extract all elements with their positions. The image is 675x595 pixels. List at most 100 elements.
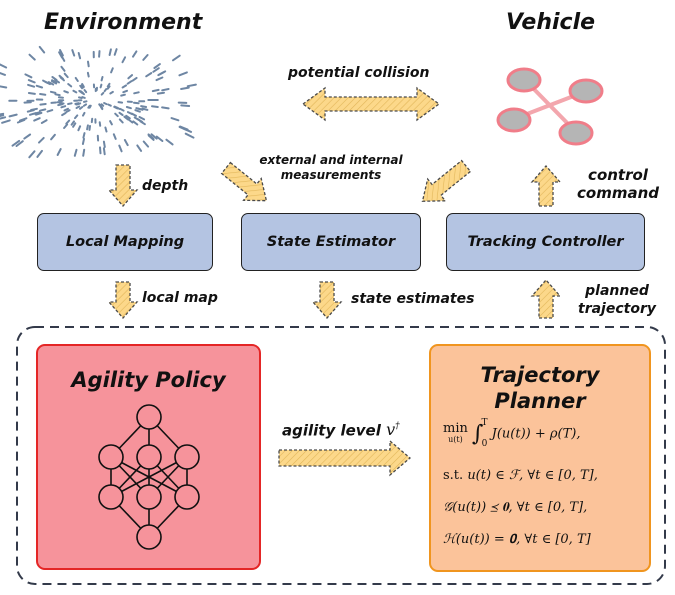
depth-streak [74,114,79,120]
depth-streak [39,108,47,112]
depth-streak [131,76,138,82]
depth-streak [112,133,117,140]
nn-node [98,444,124,470]
depth-streak [107,103,112,107]
depth-streak [114,112,119,118]
depth-streak [87,104,91,109]
nn-node [136,484,162,510]
planner-constraint-2: 𝒢(u(t)) ⪯ 𝟎, ∀t ∈ [0, T], [443,500,587,515]
nn-node [136,404,162,430]
label-measurements-line2: measurements [280,168,382,182]
depth-streak [180,86,190,90]
depth-streak [170,117,180,122]
depth-streak [67,83,73,88]
nn-edge [110,456,188,498]
label-local-map: local map [142,290,218,306]
label-planned-line1: planned [585,283,649,299]
depth-streak [88,104,92,109]
depth-streak [117,101,124,104]
depth-streak [72,89,78,94]
depth-streak [87,60,90,68]
trajectory-planner-title: Trajectory Planner [431,362,649,414]
depth-streak [36,149,43,158]
depth-streak [100,76,104,82]
depth-streak [153,63,161,69]
depth-streak [109,120,113,126]
depth-streak [98,121,102,127]
depth-streak [156,91,165,95]
planner-constraint-1: s.t. u(t) ∈ ℱ, ∀t ∈ [0, T], [443,468,598,483]
depth-streak [130,112,137,117]
arrow-depth [107,164,139,207]
depth-streak [125,106,132,110]
depth-streak [63,123,69,129]
depth-streak [99,146,102,155]
st-prefix: s.t. [443,468,464,483]
depth-streak [152,67,160,73]
depth-streak [100,103,105,107]
depth-streak [127,74,133,80]
depth-streak [83,100,88,103]
depth-streak [119,107,125,112]
arrow-local-map [107,281,139,319]
environment-header: Environment [44,10,203,35]
depth-streak [155,135,164,142]
depth-streak [0,85,8,89]
depth-streak [184,132,195,139]
depth-streak [60,105,67,109]
depth-streak [75,102,81,106]
depth-streak [35,111,43,116]
depth-streak [103,102,108,106]
depth-streak [120,93,126,97]
depth-streak [27,79,36,84]
depth-streak [127,118,134,124]
depth-streak [0,112,5,116]
depth-streak [38,45,46,54]
depth-streak [102,140,106,148]
depth-streak [81,96,86,99]
depth-streak [118,111,124,116]
depth-streak [50,80,58,85]
depth-streak [121,84,128,89]
depth-streak [67,102,73,105]
depth-streak [39,103,47,106]
depth-streak [136,118,144,123]
depth-streak [0,114,5,118]
depth-streak [29,112,37,116]
depth-streak [71,49,76,57]
nn-node [136,524,162,550]
depth-streak [86,124,89,131]
planner-title-line1: Trajectory [480,363,600,387]
depth-streak [57,103,64,107]
depth-streak [151,88,160,93]
depth-streak [77,125,82,132]
label-measurements: external and internal measurements [256,153,406,183]
planner-title-line2: Planner [494,389,586,413]
depth-streak [142,54,149,61]
depth-streak [8,113,18,118]
quadrotor-icon [496,67,604,146]
depth-streak [1,119,11,124]
depth-streak [0,71,6,76]
depth-streak [179,125,189,131]
depth-streak [145,72,153,78]
depth-streak [113,48,118,56]
depth-streak [73,148,78,157]
depth-streak [63,90,69,94]
depth-streak [125,114,131,120]
depth-streak [28,150,36,159]
tracking-controller-box: Tracking Controller [446,213,645,271]
neural-network-icon [98,404,200,550]
depth-streak [79,106,84,110]
depth-streak [161,106,170,110]
depth-streak [49,90,57,94]
depth-streak [81,137,85,145]
constraint-3-text: ℋ(u(t)) = 𝟎, ∀t ∈ [0, T] [443,532,591,547]
constraint-2-text: 𝒢(u(t)) ⪯ 𝟎, ∀t ∈ [0, T], [443,500,588,515]
depth-streak [24,73,33,79]
integral-sign: ∫ [472,421,484,447]
label-state-estimates: state estimates [351,291,475,307]
agility-symbol: v† [386,420,400,440]
min-subscript: u(t) [448,435,463,444]
